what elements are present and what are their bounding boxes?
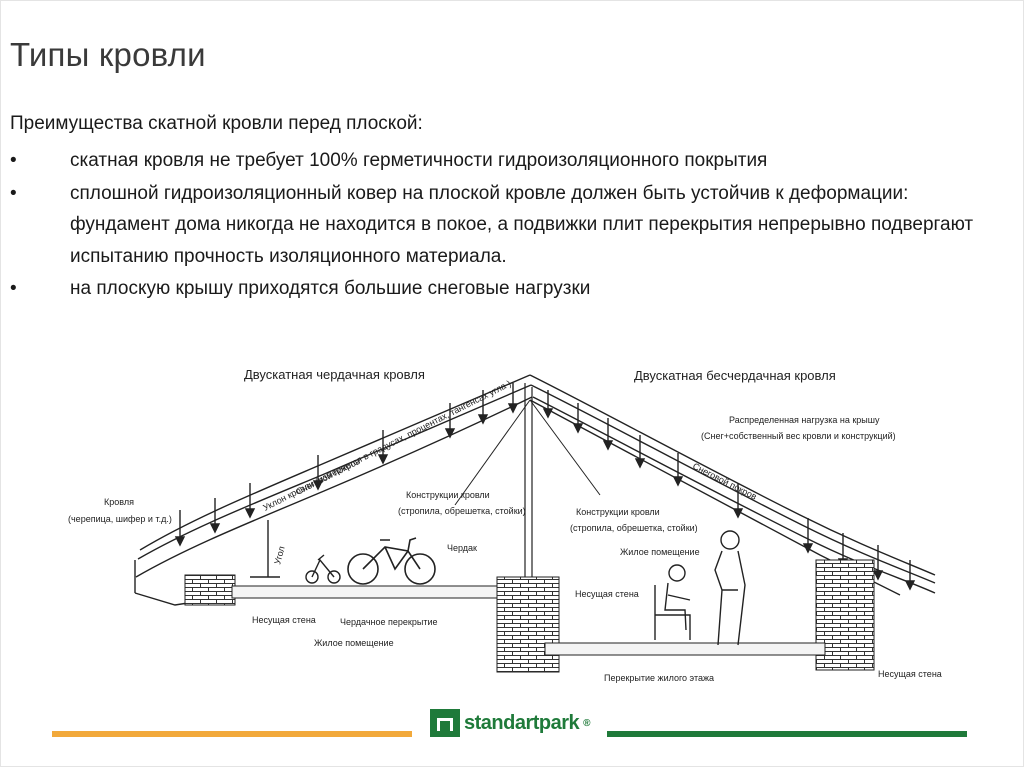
left-wall — [184, 574, 236, 606]
standing-person-icon — [714, 530, 746, 646]
bullet-text: скатная кровля не требует 100% герметичн… — [70, 150, 768, 171]
roof-label-line2: (черепица, шифер и т.д.) — [68, 514, 172, 524]
constr-left-line1: Конструкции кровли — [406, 490, 490, 500]
bullet-item: • сплошной гидроизоляционный ковер на пло… — [10, 178, 1000, 273]
constr-left-line2: (стропила, обрешетка, стойки) — [398, 506, 526, 516]
bullet-dot: • — [10, 182, 17, 204]
bearing-wall-label-left: Несущая стена — [252, 615, 316, 625]
roof-diagram: Двускатная чердачная кровля Двускатная б… — [68, 367, 942, 683]
right-roof-title: Двускатная бесчердачная кровля — [634, 368, 836, 383]
living-room-label-right: Жилое помещение — [620, 547, 700, 557]
left-load-arrows — [174, 383, 519, 547]
attic-label: Чердак — [447, 543, 477, 553]
angle-label: Угол — [272, 545, 286, 565]
right-roof — [529, 374, 936, 596]
bullet-item: • скатная кровля не требует 100% герметич… — [10, 145, 1000, 177]
child-bike-icon — [305, 554, 341, 584]
center-wall — [496, 576, 560, 673]
load-label-line1: Распределенная нагрузка на крышу — [729, 415, 880, 425]
bullet-dot: • — [10, 150, 17, 171]
living-room-label-left: Жилое помещение — [314, 638, 394, 648]
bullet-text: сплошной гидроизоляционный ковер на плос… — [70, 182, 974, 267]
attic-floor-label: Чердачное перекрытие — [340, 617, 438, 627]
load-label-line2: (Снег+собственный вес кровли и конструкц… — [701, 431, 896, 441]
angle-marker — [250, 520, 280, 578]
footer-accent-right — [607, 731, 967, 737]
logo-text: standartpark — [464, 711, 580, 734]
living-floor-slab — [544, 642, 826, 656]
bullet-item: • на плоскую крышу приходятся большие сне… — [10, 273, 1000, 305]
bullet-dot: • — [10, 278, 17, 299]
seated-person-icon — [654, 564, 691, 640]
bearing-wall-label-right: Несущая стена — [878, 669, 942, 679]
logo-registered: ® — [583, 717, 591, 729]
bullet-list: • скатная кровля не требует 100% герметич… — [10, 145, 1000, 306]
bearing-wall-label-center: Несущая стена — [575, 589, 639, 599]
logo-icon — [430, 709, 460, 737]
constr-right-line1: Конструкции кровли — [576, 507, 660, 517]
brand-logo: standartpark ® — [430, 709, 591, 737]
right-wall — [815, 559, 875, 671]
footer-accent-left — [52, 731, 412, 737]
attic-floor-slab — [231, 585, 498, 599]
roof-label-line1: Кровля — [104, 497, 134, 507]
floor-slab-label: Перекрытие жилого этажа — [604, 673, 714, 683]
rafter-brace — [454, 399, 531, 506]
bullet-text: на плоскую крышу приходятся большие снег… — [70, 278, 591, 299]
left-roof-title: Двускатная чердачная кровля — [244, 367, 425, 382]
bicycle-icon — [347, 537, 436, 585]
rafter-brace — [529, 399, 601, 496]
lead-text: Преимущества скатной кровли перед плоско… — [10, 113, 423, 134]
snow-label-right: Снеговой покров — [691, 461, 758, 502]
slide-title: Типы кровли — [10, 36, 206, 73]
constr-right-line2: (стропила, обрешетка, стойки) — [570, 523, 698, 533]
